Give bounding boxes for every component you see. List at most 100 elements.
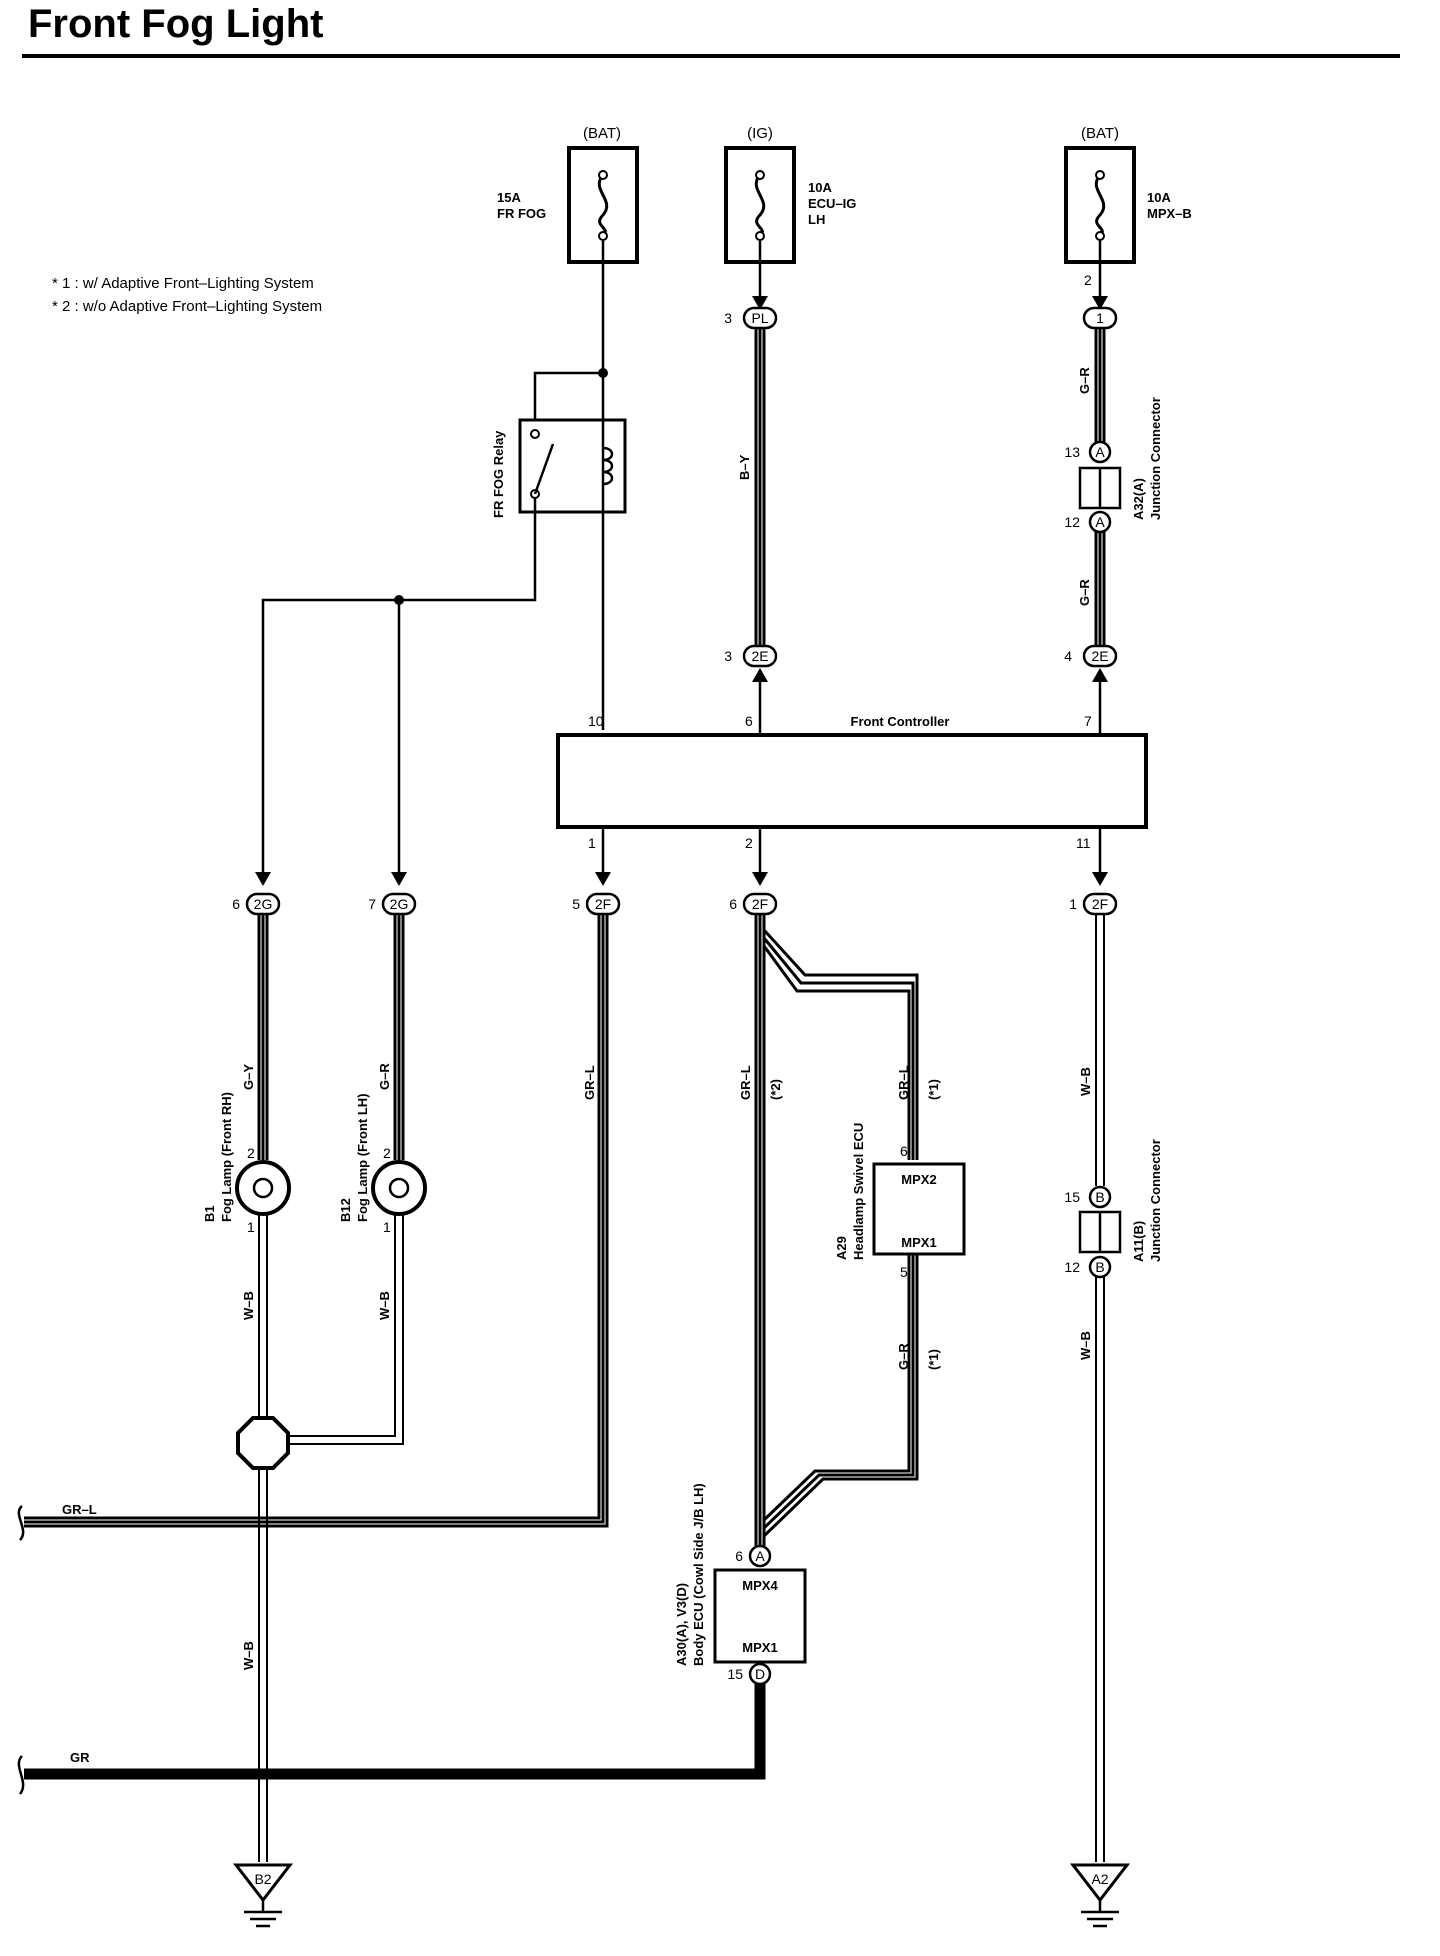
title-rule [22, 54, 1400, 58]
svg-text:2F: 2F [752, 896, 768, 912]
wire-label-gr-lh: G–R [377, 1063, 392, 1090]
svg-text:6: 6 [735, 1548, 743, 1564]
svg-text:12: 12 [1064, 514, 1080, 530]
coil-icon [602, 446, 614, 486]
svg-text:6: 6 [745, 713, 753, 729]
junction-b-name: Junction Connector [1148, 1139, 1163, 1262]
fuse-fr-fog-name: FR FOG [497, 206, 546, 221]
svg-text:B2: B2 [254, 1871, 271, 1887]
connector-pl: PL 3 [724, 306, 778, 330]
wire-label-grl-sw: GR–L [896, 1065, 911, 1100]
body-ecu-code: A30(A), V3(D) [674, 1583, 689, 1666]
fog-lamp-lh-code: B12 [338, 1198, 353, 1222]
body-ecu-name: Body ECU (Cowl Side J/B LH) [691, 1483, 706, 1666]
svg-text:2F: 2F [1092, 896, 1108, 912]
svg-text:A: A [1095, 444, 1105, 460]
fuse-mpx-b-pin: 2 [1084, 272, 1092, 288]
wire-label-gr-2: G–R [1077, 579, 1092, 606]
svg-text:15: 15 [727, 1666, 743, 1682]
svg-text:6: 6 [900, 1143, 908, 1159]
connector-2e-3: 2E 3 [724, 644, 778, 668]
headlamp-swivel-ecu: 6 MPX2 MPX1 5 A29 Headlamp Swivel ECU [834, 1123, 966, 1280]
svg-text:2G: 2G [390, 896, 409, 912]
wire-break-icon [17, 1505, 25, 1541]
wire-break-icon [17, 1755, 25, 1795]
lamp-icon [235, 1160, 291, 1216]
svg-text:1: 1 [1096, 310, 1104, 326]
junction-a-code: A32(A) [1131, 478, 1146, 520]
wire-label-wb-lh: W–B [377, 1291, 392, 1320]
fr-fog-relay: FR FOG Relay [491, 418, 627, 518]
svg-text:MPX1: MPX1 [742, 1640, 777, 1655]
svg-text:5: 5 [572, 896, 580, 912]
svg-text:5: 5 [900, 1264, 908, 1280]
svg-text:1: 1 [383, 1219, 391, 1235]
ground-a2: A2 [1069, 1863, 1131, 1928]
svg-text:MPX2: MPX2 [901, 1172, 936, 1187]
fuse-ecu-ig-name2: LH [808, 212, 825, 227]
wire-label-wb-r1: W–B [1078, 1067, 1093, 1096]
wire-label-gr-sw-note: (*1) [926, 1349, 941, 1370]
wire-label-grl-6-note: (*2) [768, 1079, 783, 1100]
fuse-icon [597, 174, 609, 238]
relay-name: FR FOG Relay [491, 430, 506, 518]
wire-label-grl-6: GR–L [738, 1065, 753, 1100]
svg-text:15: 15 [1064, 1189, 1080, 1205]
svg-text:A: A [1095, 514, 1105, 530]
fuse-ecu-ig-name1: ECU–IG [808, 196, 856, 211]
junction-b: B 15 B 12 A11(B) Junction Connector [1064, 1139, 1163, 1279]
fuse-fr-fog-rating: 15A [497, 190, 521, 205]
connector-2e-4: 2E 4 [1064, 644, 1118, 668]
svg-text:A: A [755, 1548, 765, 1564]
svg-text:1: 1 [1069, 896, 1077, 912]
svg-text:11: 11 [1076, 835, 1091, 851]
svg-text:2E: 2E [751, 648, 768, 664]
svg-text:6: 6 [232, 896, 240, 912]
fog-lamp-rh-name: Fog Lamp (Front RH) [219, 1092, 234, 1222]
svg-text:PL: PL [751, 310, 768, 326]
svg-text:1: 1 [588, 835, 596, 851]
svg-text:6: 6 [729, 896, 737, 912]
swivel-name: Headlamp Swivel ECU [851, 1123, 866, 1260]
fuse-ecu-ig-rating: 10A [808, 180, 832, 195]
wire-label-by: B–Y [737, 454, 752, 480]
svg-text:2G: 2G [254, 896, 273, 912]
svg-text:1: 1 [247, 1219, 255, 1235]
svg-text:A2: A2 [1091, 1871, 1108, 1887]
svg-text:2: 2 [247, 1145, 255, 1161]
lamp-icon [371, 1160, 427, 1216]
ground-icon [1069, 1863, 1131, 1903]
svg-text:13: 13 [1064, 444, 1080, 460]
fuse-fr-fog: (BAT) 15A FR FOG [497, 125, 639, 264]
svg-text:12: 12 [1064, 1259, 1080, 1275]
connector-1: 1 [1082, 306, 1118, 330]
fuse-icon [754, 174, 766, 238]
fuse-icon [1094, 174, 1106, 238]
fuse-fr-fog-source: (BAT) [583, 125, 621, 142]
swivel-code: A29 [834, 1236, 849, 1260]
fog-lamp-rh-code: B1 [202, 1205, 217, 1222]
wire-label-wb-r2: W–B [1078, 1331, 1093, 1360]
splice-point [236, 1416, 290, 1470]
note-1: * 1 : w/ Adaptive Front–Lighting System [52, 275, 314, 292]
wire-label-grl-sw-note: (*1) [926, 1079, 941, 1100]
svg-text:2E: 2E [1091, 648, 1108, 664]
fuse-mpx-b-name: MPX–B [1147, 206, 1192, 221]
fog-lamp-rh: 2 1 B1 Fog Lamp (Front RH) [202, 1092, 291, 1235]
connector-2f-1: 2F 1 [1069, 892, 1118, 916]
fuse-ecu-ig: (IG) 10A ECU–IG LH [724, 125, 856, 264]
connector-2g-7: 2G 7 [368, 892, 417, 916]
svg-text:4: 4 [1064, 648, 1072, 664]
junction-a: A 13 A 12 A32(A) Junction Connector [1064, 397, 1163, 534]
connector-2f-5: 2F 5 [572, 892, 621, 916]
page-title: Front Fog Light [28, 2, 324, 46]
svg-text:MPX4: MPX4 [742, 1578, 778, 1593]
svg-text:B: B [1095, 1189, 1104, 1205]
wire-label-grl-5: GR–L [582, 1065, 597, 1100]
connector-2g-6: 2G 6 [232, 892, 281, 916]
wire-label-grl-left: GR–L [62, 1502, 97, 1517]
svg-text:3: 3 [724, 310, 732, 326]
connector-2f-6: 2F 6 [729, 892, 778, 916]
fuse-mpx-b: (BAT) 10A MPX–B 2 [1064, 125, 1192, 288]
svg-text:MPX1: MPX1 [901, 1235, 936, 1250]
